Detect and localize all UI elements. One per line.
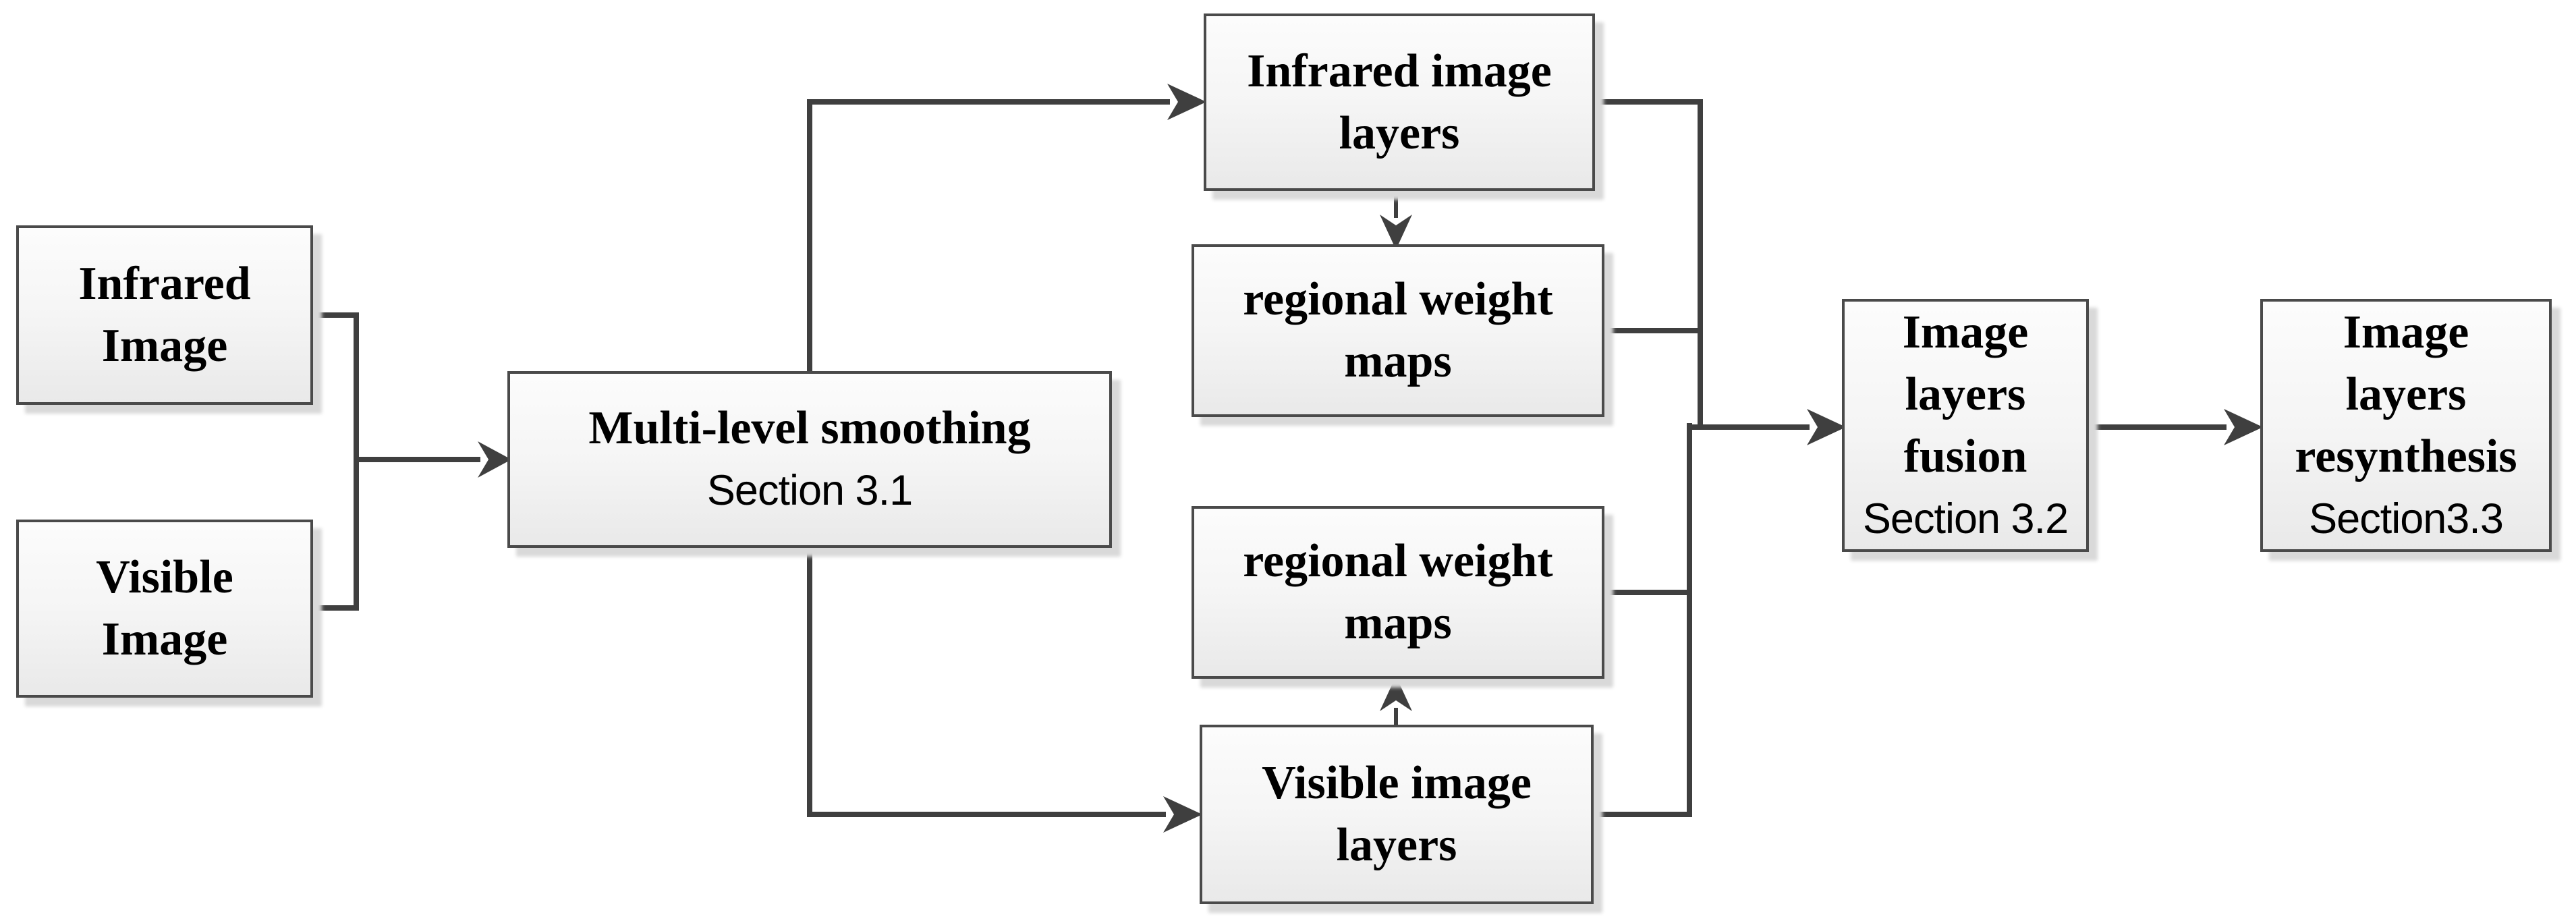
- node-label: layers: [1339, 107, 1460, 159]
- node-infrared-image-layers: Infrared image layers: [1204, 13, 1595, 191]
- arrowhead-into-resynthesis: [2224, 409, 2263, 445]
- node-label: regional weight: [1243, 535, 1553, 587]
- node-label: maps: [1344, 597, 1452, 649]
- arrow-visible-layers-to-weight-maps: [1380, 676, 1412, 729]
- node-image-layers-resynthesis: Image layers resynthesis Section3.3: [2260, 299, 2552, 552]
- arrowhead-up: [1380, 676, 1412, 711]
- arrow-fusion-to-resynthesis: [2083, 409, 2263, 445]
- arrowhead-into-fusion: [1807, 409, 1846, 445]
- node-visible-image: Visible Image: [16, 520, 313, 698]
- connector-collector-to-fusion: [1590, 99, 1846, 817]
- node-label: Infrared image: [1247, 45, 1552, 97]
- arrowhead-into-infrared-layers: [1167, 84, 1206, 120]
- node-section-label: Section 3.1: [706, 467, 913, 514]
- node-label: Image: [101, 320, 228, 372]
- node-multi-level-smoothing: Multi-level smoothing Section 3.1: [507, 371, 1112, 548]
- node-label: Visible: [96, 551, 233, 603]
- node-label: fusion: [1903, 430, 2027, 482]
- node-label: resynthesis: [2295, 430, 2517, 482]
- arrowhead-into-visible-layers: [1163, 796, 1202, 833]
- node-label: layers: [2345, 368, 2467, 420]
- node-label: Image: [101, 613, 228, 665]
- node-regional-weight-maps-visible: regional weight maps: [1192, 506, 1604, 679]
- connector-inputs-bracket: [308, 312, 511, 611]
- connector-smoothing-to-infrared-layers: [807, 84, 1206, 378]
- node-section-label: Section 3.2: [1862, 495, 2069, 542]
- arrow-infrared-layers-to-weight-maps: [1380, 187, 1412, 250]
- arrowhead-down: [1380, 215, 1412, 250]
- node-label: Visible image: [1262, 757, 1532, 809]
- node-label: layers: [1336, 819, 1457, 871]
- node-label: maps: [1344, 335, 1452, 387]
- arrowhead-into-smoothing: [478, 441, 511, 478]
- node-label: layers: [1905, 368, 2026, 420]
- connector-smoothing-to-visible-layers: [807, 541, 1202, 833]
- node-visible-image-layers: Visible image layers: [1200, 725, 1594, 904]
- node-label: Image: [2343, 306, 2469, 358]
- node-label: Infrared: [78, 258, 251, 310]
- node-infrared-image: Infrared Image: [16, 225, 313, 405]
- node-regional-weight-maps-infrared: regional weight maps: [1192, 244, 1604, 417]
- node-label: regional weight: [1243, 273, 1553, 325]
- node-label: Image: [1902, 306, 2029, 358]
- node-image-layers-fusion: Image layers fusion Section 3.2: [1842, 299, 2089, 552]
- node-section-label: Section3.3: [2309, 495, 2504, 542]
- node-label: Multi-level smoothing: [588, 402, 1031, 454]
